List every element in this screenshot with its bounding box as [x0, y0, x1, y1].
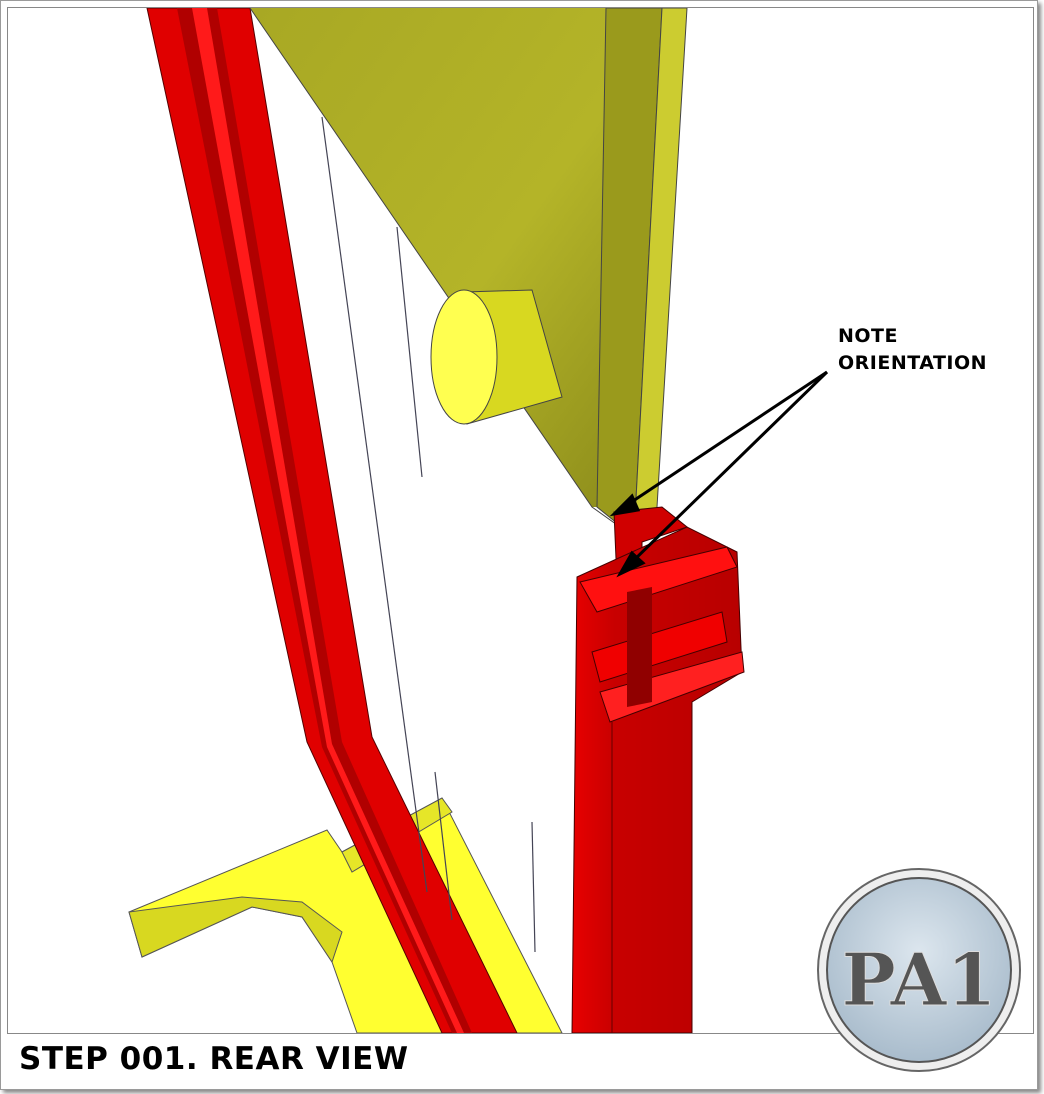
arrowhead-icon	[609, 493, 641, 517]
note-orientation-label: NOTE ORIENTATION	[838, 323, 987, 377]
arrow-to-post	[628, 370, 829, 566]
step-caption: STEP 001. REAR VIEW	[19, 1041, 409, 1077]
note-line-2: ORIENTATION	[838, 352, 988, 374]
arrowhead-icon	[616, 550, 646, 578]
orientation-arrows	[609, 370, 829, 578]
note-line-1: NOTE	[838, 325, 898, 347]
svg-text:PA1: PA1	[842, 937, 997, 1022]
cable-lines	[321, 116, 536, 953]
red-frame-rail	[146, 8, 518, 1033]
pa1-logo: PA1	[817, 868, 1021, 1072]
assembly-render	[128, 8, 829, 1033]
render-viewport: NOTE ORIENTATION	[7, 7, 1034, 1034]
red-post	[571, 506, 745, 1033]
cylinder-peg	[430, 289, 563, 425]
arrow-to-panel	[623, 370, 828, 509]
